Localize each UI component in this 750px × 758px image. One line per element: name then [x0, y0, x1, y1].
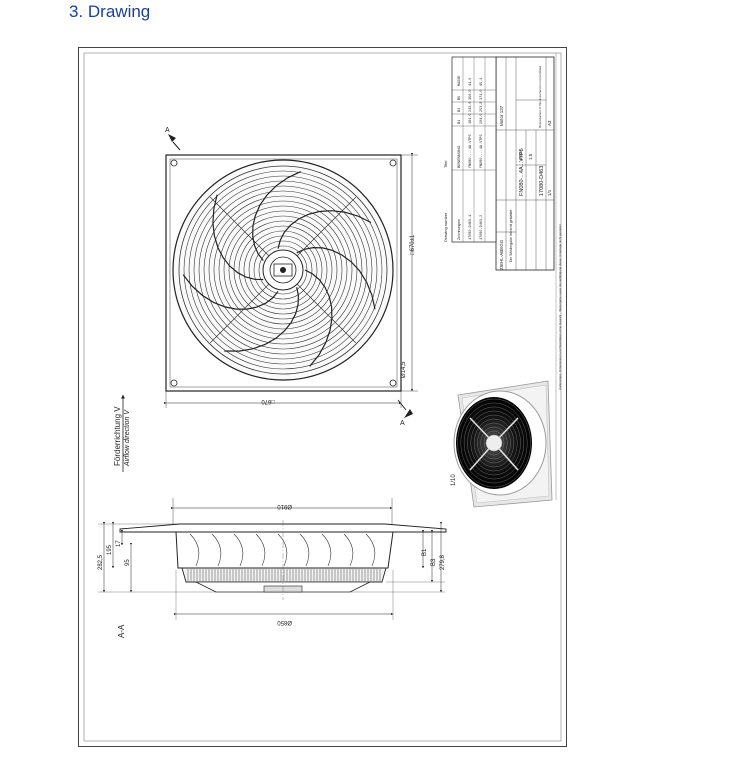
- svg-text:282,5: 282,5: [98, 554, 104, 570]
- tb-product: FN080-...4A...V7P5: [519, 148, 525, 196]
- fan-blade: [212, 194, 264, 281]
- photo-guard-ring: [473, 418, 515, 468]
- hole-dim-label: Ø14,5: [401, 361, 407, 378]
- guard-ring: [218, 205, 348, 335]
- tb-motor: Motor 137: [499, 105, 504, 126]
- svg-text:B1: B1: [422, 548, 428, 556]
- svg-text:243,8: 243,8: [469, 101, 473, 112]
- side-copyright-note: Änderungen, Dimensionen und Stücklisten …: [558, 224, 562, 390]
- svg-text:Zeichnungsnr: Zeichnungsnr: [457, 218, 461, 240]
- dim-height-label: □670±1: [410, 234, 416, 255]
- side-blade: [365, 533, 376, 567]
- svg-text:17080-D463.1: 17080-D463.1: [469, 215, 473, 240]
- svg-text:FN080-...4A.V7P5: FN080-...4A.V7P5: [469, 134, 473, 168]
- photo-guard-ring: [460, 402, 528, 484]
- section-mark-top: A: [165, 127, 170, 134]
- guard-ring: [258, 245, 308, 295]
- section-title: 3. Drawing: [69, 2, 151, 21]
- guard-ring: [188, 175, 378, 365]
- svg-text:279,8: 279,8: [440, 554, 446, 570]
- svg-text:45,1: 45,1: [480, 78, 484, 86]
- guard-ring: [213, 200, 353, 340]
- section-label: A-A: [117, 624, 126, 638]
- guard-ring: [183, 170, 383, 370]
- photo-guard-ring: [483, 430, 505, 456]
- tb-scale: 1:5: [528, 153, 533, 160]
- svg-text:Airflow direction V: Airflow direction V: [124, 409, 131, 467]
- tb-scale-label: Maßst.: [519, 149, 523, 160]
- svg-text:B3: B3: [458, 108, 462, 112]
- title-block: ZIEHL-ABEGG Die Wiedergabe ist nicht ges…: [443, 56, 562, 390]
- svg-text:B1: B1: [458, 120, 462, 124]
- photo-guard-ring: [457, 398, 531, 488]
- guard-ring: [243, 230, 323, 310]
- svg-text:B5: B5: [458, 96, 462, 100]
- side-view: Ø910 282,5 195 17 95: [98, 498, 447, 638]
- product-photo: 1/10: [451, 380, 553, 508]
- side-blade: [277, 533, 288, 567]
- guard-spoke: [209, 196, 270, 257]
- tb-note1: Die Wiedergabe ist nicht gestattet: [509, 210, 513, 262]
- tb-sheet: 1/1: [547, 189, 552, 196]
- svg-text:181,5: 181,5: [469, 113, 473, 124]
- svg-text:BENENNUNG: BENENNUNG: [457, 145, 461, 168]
- photo-guard-ring: [480, 426, 508, 460]
- svg-text:156,0: 156,0: [469, 89, 473, 100]
- guard-spoke: [296, 196, 357, 257]
- side-blade: [211, 533, 222, 567]
- photo-guard-ring: [470, 414, 518, 472]
- guard-ring: [198, 185, 368, 355]
- svg-text:171,0: 171,0: [480, 89, 484, 100]
- guard-ring: [228, 215, 338, 325]
- svg-text:17080-D463.2: 17080-D463.2: [480, 215, 484, 240]
- section-mark-bottom: A: [400, 420, 405, 427]
- svg-text:95: 95: [125, 559, 131, 566]
- guard-ring: [223, 210, 343, 330]
- svg-text:41,0: 41,0: [469, 78, 473, 86]
- tb-note2: Reproduction of this document is not per…: [538, 66, 542, 128]
- guard-spoke: [296, 283, 357, 344]
- side-blade: [255, 533, 266, 567]
- top-view: □670 □670±1 Ø14,5 A A: [163, 127, 418, 427]
- side-blade: [321, 533, 332, 567]
- fan-blade: [224, 287, 300, 352]
- photo-guard-ring: [463, 406, 525, 480]
- fan-blade: [252, 171, 301, 261]
- photo-scale: 1/10: [451, 474, 457, 486]
- side-blade: [233, 533, 244, 567]
- guard-ring: [253, 240, 313, 300]
- dim-outer-label: Ø850: [277, 619, 292, 625]
- svg-text:204,5: 204,5: [480, 113, 484, 124]
- fan-blade: [277, 210, 372, 249]
- tb-company: ZIEHL-ABEGG: [499, 239, 504, 270]
- photo-guard-ring: [467, 410, 521, 476]
- dim-guard-label: Ø910: [277, 503, 292, 509]
- guard-ring: [208, 195, 358, 345]
- fan-blade: [182, 274, 279, 310]
- svg-text:Förderrichtung V: Förderrichtung V: [113, 406, 122, 466]
- side-blade: [299, 533, 310, 567]
- guard-ring: [238, 225, 328, 315]
- tb-number: 17080-D463: [539, 166, 545, 196]
- photo-guard-ring: [477, 422, 511, 464]
- svg-text:253,8: 253,8: [480, 101, 484, 112]
- svg-text:Drawing number: Drawing number: [443, 212, 448, 242]
- dim-width-label: □670: [261, 398, 275, 404]
- guard-spoke: [209, 283, 270, 344]
- airflow-label: Förderrichtung V Airflow direction V: [113, 394, 131, 472]
- guard-ring: [203, 190, 363, 350]
- side-blade: [343, 533, 354, 567]
- svg-text:195: 195: [107, 544, 113, 555]
- svg-text:MASSE: MASSE: [458, 75, 462, 86]
- svg-text:Titel: Titel: [443, 160, 448, 168]
- svg-text:17: 17: [116, 540, 122, 547]
- tb-format: A3: [547, 120, 552, 126]
- side-blade: [189, 533, 200, 567]
- svg-text:FN080-...4A.V7P5: FN080-...4A.V7P5: [480, 134, 484, 168]
- svg-text:B3: B3: [431, 558, 437, 566]
- fan-blade: [296, 246, 376, 310]
- fan-blade: [304, 269, 333, 367]
